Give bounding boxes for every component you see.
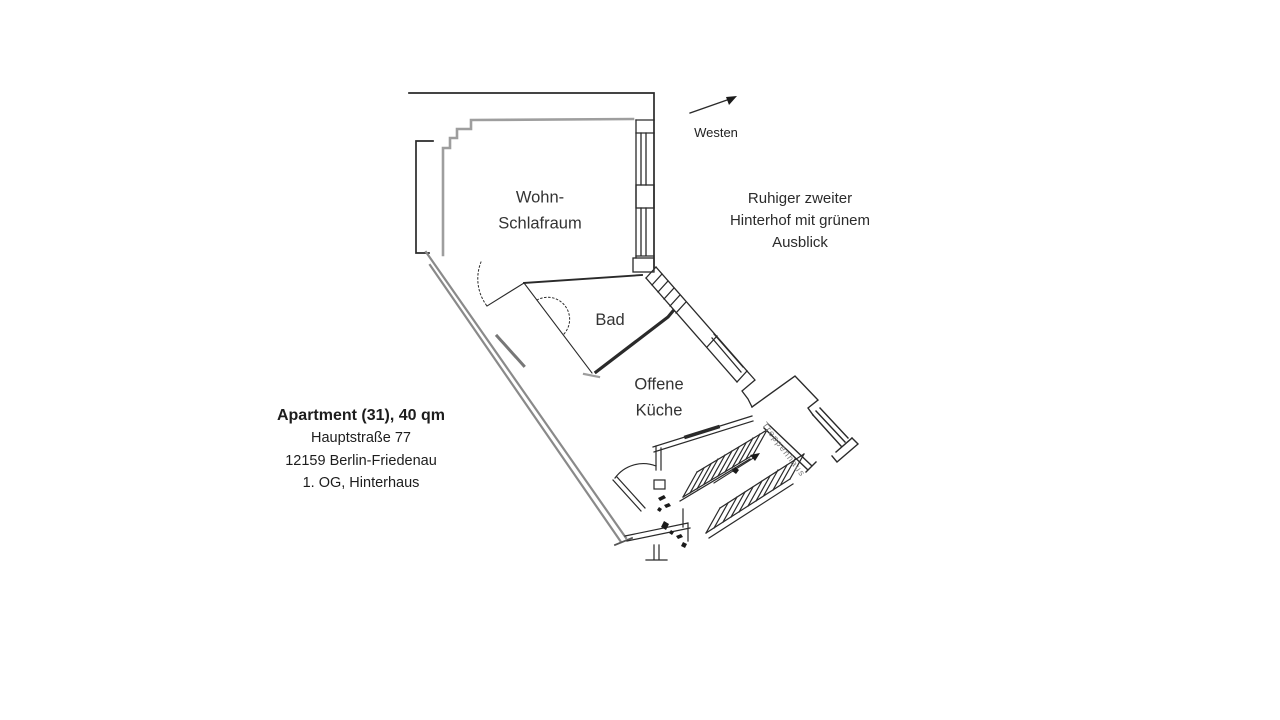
- stair-hall: [751, 375, 860, 473]
- address-street: Hauptstraße 77: [311, 430, 411, 446]
- hall-stairs-divider: [763, 423, 817, 473]
- kitchen-hall-boundary: [652, 415, 754, 453]
- staircase: [679, 429, 805, 539]
- stair-direction-arrowhead: [750, 453, 760, 461]
- arrowhead-icon: [726, 96, 737, 105]
- door-post: [653, 479, 666, 490]
- room-label-bath: Bad: [595, 311, 625, 330]
- left-diagonal-wall: [424, 250, 634, 547]
- window-ladder: [645, 266, 687, 314]
- door-leaf-entry: [612, 476, 646, 512]
- kitchen-ne-wall: [645, 266, 756, 408]
- exterior-walls: [408, 92, 655, 269]
- room-label-living: Wohn- Schlafraum: [498, 188, 582, 232]
- living-bottom-edge: [522, 273, 644, 285]
- lower-flight-treads: [705, 453, 805, 534]
- hall-window: [812, 407, 853, 453]
- bath-left-wall: [523, 282, 593, 374]
- detached-wall-bracket: [415, 140, 434, 254]
- bath-wall-end-tick: [582, 372, 601, 379]
- wall-block: [632, 257, 655, 273]
- address-city: 12159 Berlin-Friedenau: [285, 452, 437, 469]
- bottom-wall: [624, 508, 691, 542]
- room-label-kitchen: Offene Küche: [634, 375, 684, 419]
- door-stub: [655, 445, 662, 471]
- entrance-door: [612, 445, 691, 561]
- bottom-stub: [645, 544, 668, 561]
- door-swing-living: [477, 261, 488, 307]
- wall-window-mark: [494, 333, 527, 369]
- living-room-outline: [441, 117, 635, 257]
- dimension-marks: [657, 495, 687, 548]
- upper-flight-treads: [682, 429, 768, 498]
- door-swing-entry: [614, 463, 657, 479]
- door-swing-bath: [536, 296, 571, 336]
- compass-label: Westen: [694, 124, 738, 140]
- compass-arrow: [689, 96, 737, 114]
- wall-zigzag: [741, 370, 756, 408]
- stair-mark: [732, 467, 739, 474]
- window-lower: [635, 207, 655, 257]
- window-glazing: [706, 333, 748, 383]
- wall-end-cap: [613, 536, 634, 547]
- hall-corner: [831, 437, 860, 463]
- door-leaf-living: [486, 282, 525, 307]
- lower-flight-edges: [705, 453, 805, 539]
- courtyard-note: Ruhiger zweiter Hinterhof mit grünem Aus…: [729, 190, 871, 251]
- apartment-title: Apartment (31), 40 qm: [276, 407, 446, 424]
- hall-chevron: [751, 375, 820, 416]
- threshold-thick: [683, 424, 721, 440]
- window-upper: [640, 132, 647, 186]
- right-wall-windows: [632, 119, 655, 273]
- bath-kitchen-divider: [593, 308, 676, 375]
- bath-walls: [477, 261, 676, 379]
- wall-pier: [635, 184, 655, 209]
- address-block: Apartment (31), 40 qm Hauptstraße 77 121…: [277, 404, 445, 495]
- address-floor: 1. OG, Hinterhaus: [302, 475, 420, 491]
